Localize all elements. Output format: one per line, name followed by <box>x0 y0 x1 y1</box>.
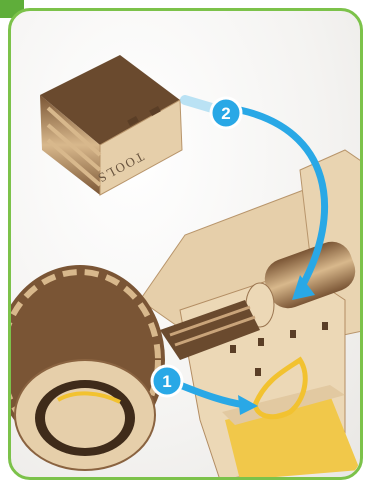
step-number-2: 2 <box>221 104 230 123</box>
step-badge-2: 2 <box>211 98 241 128</box>
tool-box: TOOLS <box>40 55 182 195</box>
step-number-1: 1 <box>162 372 171 391</box>
wheel <box>0 265 165 470</box>
step-badge-1: 1 <box>152 366 182 396</box>
truck-body <box>140 150 367 480</box>
